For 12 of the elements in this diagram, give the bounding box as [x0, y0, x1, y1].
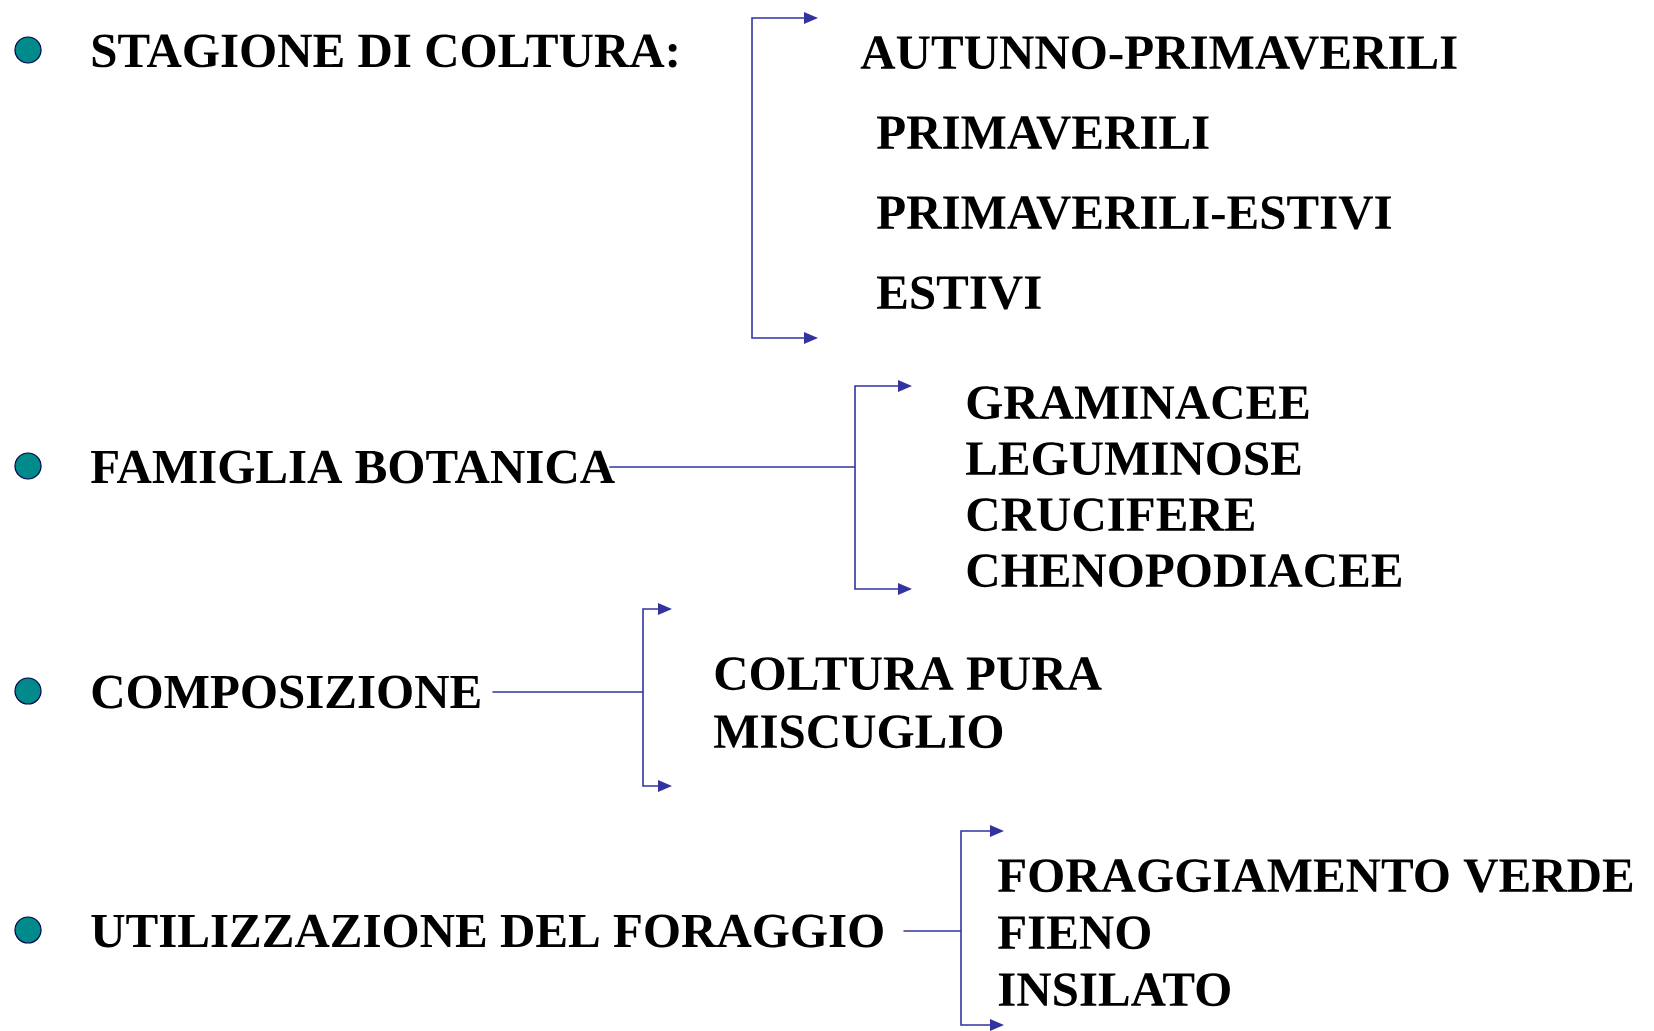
option-list: GRAMINACEE LEGUMINOSE CRUCIFERE CHENOPODIACEE	[966, 386, 1401, 588]
bracket-arrow	[608, 380, 912, 595]
option-list: FORAGGIAMENTO VERDE FIENO INSILATO	[998, 859, 1633, 1007]
heading: UTILIZZAZIONE DEL FORAGGIO	[91, 914, 883, 948]
bracket-arrow	[902, 825, 1004, 1031]
option-list: COLTURA PURA MISCUGLIO	[714, 657, 1102, 749]
bracket-arrow	[491, 603, 672, 792]
option-list: AUTUNNO-PRIMAVERILI PRIMAVERILI PRIMAVERILI-ESTIVI ESTIVI	[860, 36, 1457, 310]
bracket-arrow	[751, 12, 818, 344]
heading: FAMIGLIA BOTANICA	[91, 450, 615, 484]
heading: COMPOSIZIONE	[92, 675, 480, 709]
heading: STAGIONE DI COLTURA:	[92, 34, 677, 68]
